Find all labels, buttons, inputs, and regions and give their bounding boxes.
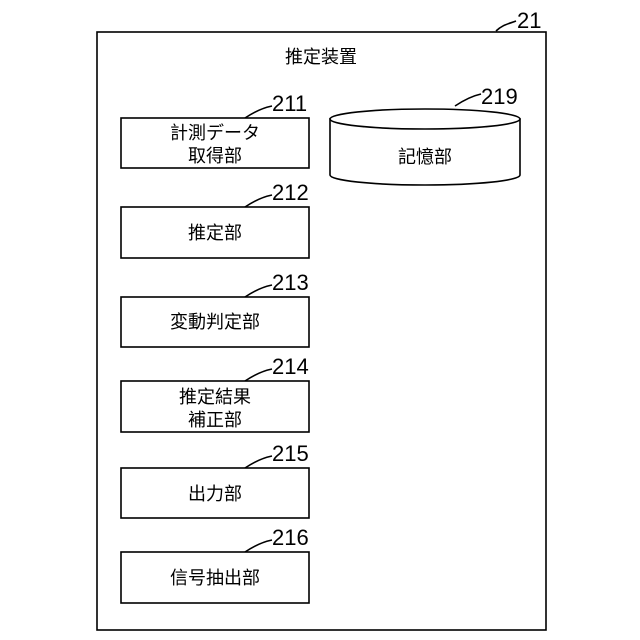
unit-212-ref-number: 212	[272, 180, 309, 205]
unit-214-label-line-2: 補正部	[188, 410, 242, 431]
device-title: 推定装置	[285, 47, 357, 68]
unit-214-label-line-1: 推定結果	[179, 387, 251, 408]
unit-214-ref-number: 214	[272, 354, 309, 379]
unit-213-label: 変動判定部	[170, 312, 260, 333]
unit-211-ref-number: 211	[272, 91, 307, 116]
storage-219-ref-number: 219	[481, 84, 518, 109]
unit-216-ref-number: 216	[272, 525, 309, 550]
device-ref-number: 21	[517, 8, 541, 33]
storage-219-cylinder-top	[330, 109, 520, 129]
unit-215-ref-number: 215	[272, 441, 309, 466]
unit-212-label: 推定部	[188, 223, 242, 244]
unit-215-label: 出力部	[188, 484, 242, 505]
device-ref-leader	[496, 21, 516, 31]
unit-211-label-line-2: 取得部	[188, 146, 242, 167]
unit-216-label: 信号抽出部	[170, 568, 260, 589]
unit-213-ref-number: 213	[272, 270, 309, 295]
unit-211-label-line-1: 計測データ	[170, 123, 260, 144]
storage-219-label: 記憶部	[398, 147, 452, 168]
